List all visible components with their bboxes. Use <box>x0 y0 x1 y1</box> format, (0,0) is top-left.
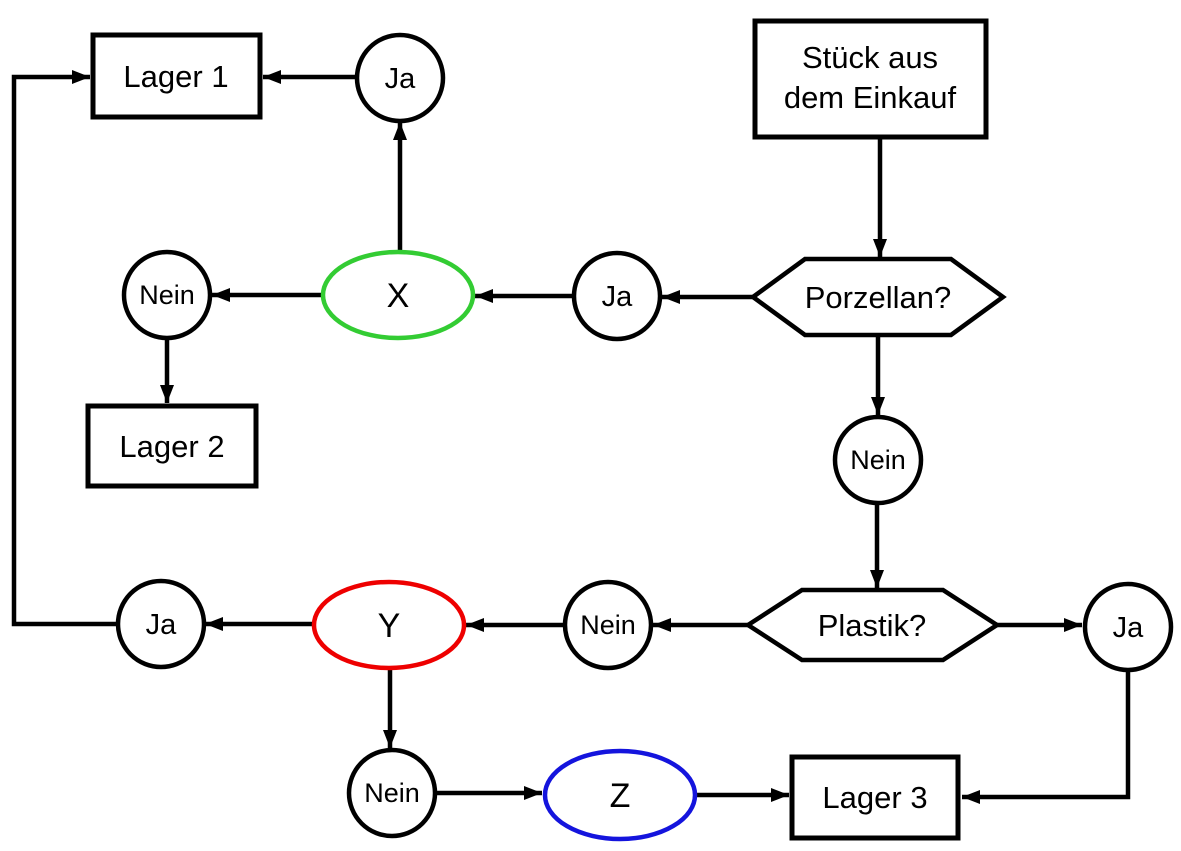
x-label: X <box>387 277 410 315</box>
decision-plastik: Plastik? <box>743 587 1002 663</box>
node-y: Y <box>311 579 467 671</box>
start-label-line1: Stück aus <box>802 40 938 75</box>
y-ellipse <box>311 579 467 671</box>
plastik-label: Plastik? <box>818 608 927 643</box>
z-ellipse <box>542 748 698 842</box>
lager2-label: Lager 2 <box>119 429 224 464</box>
circle-ja-bottom-left: Ja <box>115 578 207 670</box>
circle-nein-bottom: Nein <box>346 747 438 839</box>
ja-top-label: Ja <box>385 63 417 95</box>
ja-mid-label: Ja <box>602 281 634 313</box>
nein-left-circle <box>121 249 213 341</box>
node-lager1: Lager 1 <box>90 32 263 120</box>
ja-bottom-left-circle <box>115 578 207 670</box>
nein-plastik-label: Nein <box>580 610 636 640</box>
ja-right-circle <box>1082 581 1174 673</box>
ja-mid-circle <box>571 250 663 342</box>
nein-bottom-circle <box>346 747 438 839</box>
lager1-box <box>90 32 263 120</box>
ja-bottom-left-label: Ja <box>146 609 178 641</box>
edge-ja-right-to-lager3 <box>962 670 1131 804</box>
nein-plastik-circle <box>562 579 654 671</box>
edge-ja-bottom-left-to-lager1 <box>11 70 118 627</box>
y-label: Y <box>378 607 401 645</box>
edges <box>11 70 1131 804</box>
lager2-box <box>85 403 259 489</box>
plastik-hexagon <box>743 587 1002 663</box>
circle-ja-mid: Ja <box>571 250 663 342</box>
decision-porzellan: Porzellan? <box>749 256 1007 338</box>
node-x: X <box>320 249 476 341</box>
x-ellipse <box>320 249 476 341</box>
nein-mid-circle <box>832 414 924 506</box>
node-lager3: Lager 3 <box>789 754 961 841</box>
circle-nein-mid: Nein <box>832 414 924 506</box>
ja-right-label: Ja <box>1113 612 1145 644</box>
circle-ja-top: Ja <box>354 32 446 124</box>
lager1-label: Lager 1 <box>123 59 228 94</box>
porzellan-hexagon <box>749 256 1007 338</box>
node-z: Z <box>542 748 698 842</box>
node-start: Stück aus dem Einkauf <box>752 18 989 140</box>
porzellan-label: Porzellan? <box>805 280 951 315</box>
lager3-label: Lager 3 <box>822 780 927 815</box>
nein-mid-label: Nein <box>850 445 906 475</box>
circle-nein-plastik: Nein <box>562 579 654 671</box>
circle-ja-right: Ja <box>1082 581 1174 673</box>
start-box <box>752 18 989 140</box>
z-label: Z <box>610 777 631 815</box>
ja-top-circle <box>354 32 446 124</box>
nein-left-label: Nein <box>139 280 195 310</box>
circle-nein-left: Nein <box>121 249 213 341</box>
lager3-box <box>789 754 961 841</box>
nein-bottom-label: Nein <box>364 778 420 808</box>
node-lager2: Lager 2 <box>85 403 259 489</box>
start-label-line2: dem Einkauf <box>784 80 957 115</box>
